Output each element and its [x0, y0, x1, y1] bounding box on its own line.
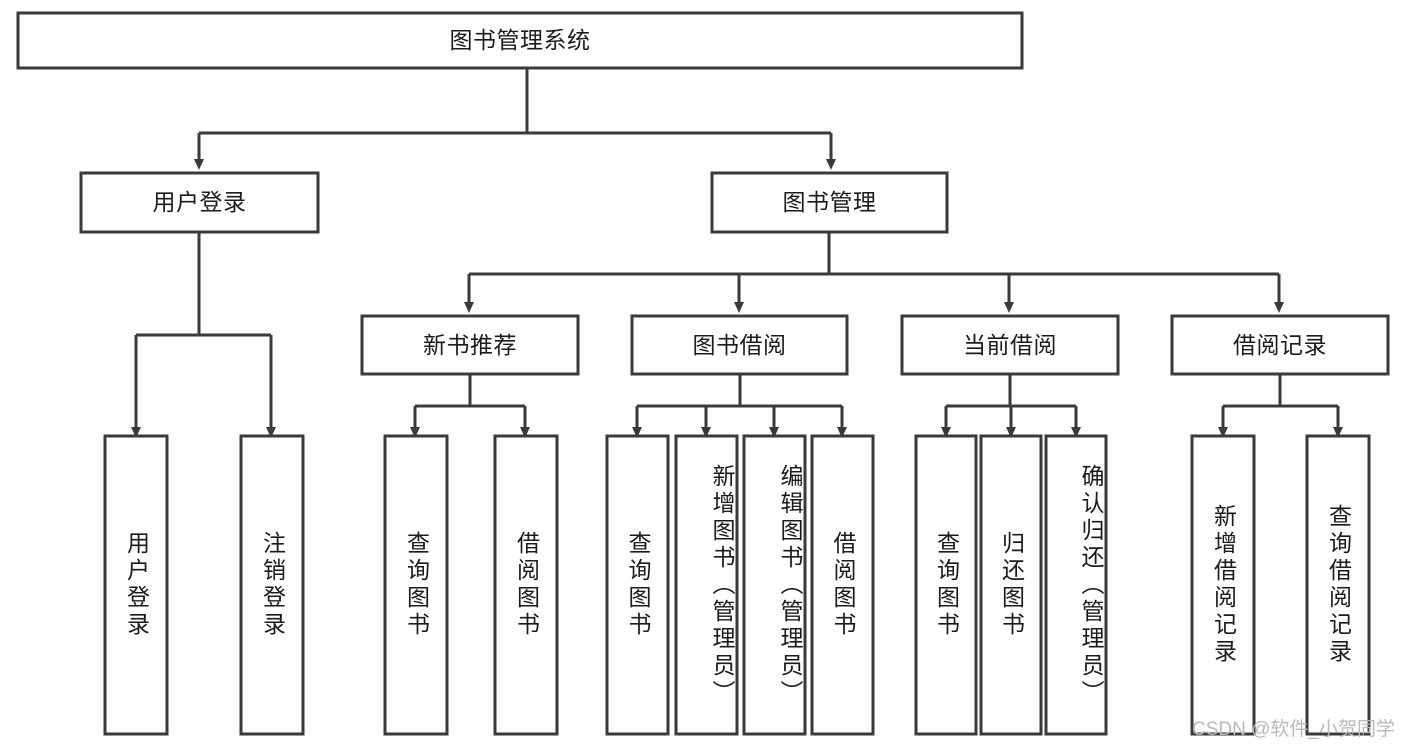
node-box-leaf-user-login-2[interactable] — [239, 434, 305, 736]
node-box-leaf-book-borrow-4[interactable] — [810, 434, 875, 736]
node-box-leaf-book-borrow-2[interactable] — [674, 434, 739, 736]
node-box-leaf-borrow-record-2[interactable] — [1305, 434, 1371, 736]
node-box-current-borrow[interactable] — [900, 314, 1120, 376]
node-box-new-book[interactable] — [360, 314, 580, 376]
node-box-borrow-record[interactable] — [1170, 314, 1390, 376]
node-box-user-login[interactable] — [79, 171, 320, 234]
node-box-leaf-current-borrow-3[interactable] — [1044, 434, 1108, 736]
node-box-leaf-new-book-1[interactable] — [383, 434, 449, 736]
node-box-leaf-new-book-2[interactable] — [493, 434, 559, 736]
node-box-leaf-book-borrow-3[interactable] — [742, 434, 807, 736]
node-box-leaf-current-borrow-2[interactable] — [979, 434, 1043, 736]
node-box-book-borrow[interactable] — [630, 314, 849, 376]
node-box-book-manage[interactable] — [710, 171, 949, 234]
node-box-leaf-book-borrow-1[interactable] — [605, 434, 670, 736]
node-box-leaf-current-borrow-1[interactable] — [914, 434, 978, 736]
node-box-root[interactable] — [16, 11, 1024, 70]
node-box-leaf-user-login-1[interactable] — [103, 434, 169, 736]
node-box-leaf-borrow-record-1[interactable] — [1190, 434, 1256, 736]
